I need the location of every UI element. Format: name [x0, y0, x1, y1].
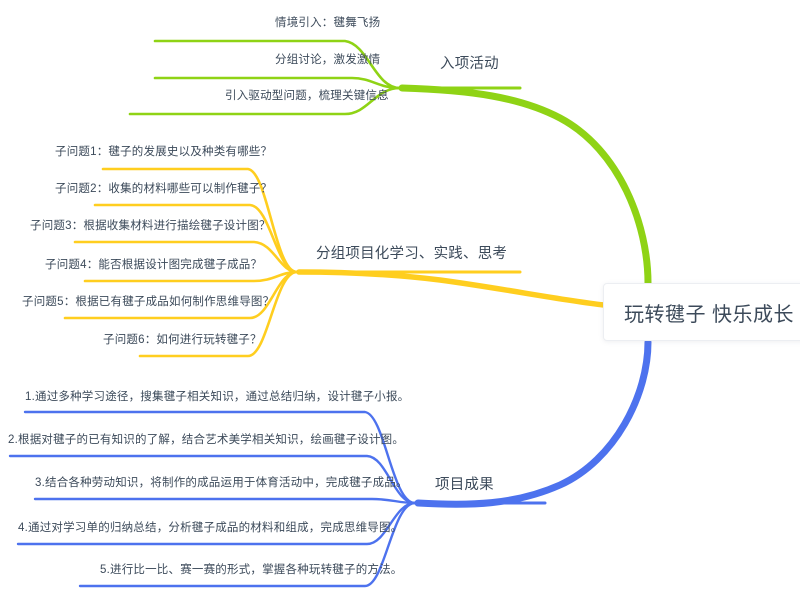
central-topic-node[interactable]: 玩转毽子 快乐成长	[603, 283, 800, 341]
leaf-group-project-learning-6[interactable]: 子问题6：如何进行玩转毽子？	[103, 334, 262, 346]
leaf-group-project-learning-2[interactable]: 子问题2：收集的材料哪些可以制作毽子？	[55, 183, 273, 195]
green-child-line-2	[153, 76, 402, 90]
leaf-group-project-learning-4[interactable]: 子问题4：能否根据设计图完成毽子成品？	[45, 259, 263, 271]
leaf-project-outcomes-2[interactable]: 2.根据对毽子的已有知识的了解，结合艺术美学相关知识，绘画毽子设计图。	[8, 434, 405, 446]
blue-branch-group	[8, 338, 652, 588]
leaf-group-project-learning-3[interactable]: 子问题3：根据收集材料进行描绘毽子设计图？	[30, 220, 271, 232]
blue-child-line-3	[33, 497, 417, 505]
leaf-group-project-learning-1[interactable]: 子问题1：毽子的发展史以及种类有哪些？	[55, 146, 273, 158]
leaf-project-outcomes-5[interactable]: 5.进行比一比、赛一赛的形式，掌握各种玩转毽子的方法。	[100, 564, 403, 576]
branch-label-entry-activity[interactable]: 入项活动	[440, 56, 499, 72]
leaf-entry-activity-1[interactable]: 情境引入：毽舞飞扬	[275, 17, 381, 29]
leaf-entry-activity-3[interactable]: 引入驱动型问题，梳理关键信息	[225, 90, 389, 102]
leaf-project-outcomes-3[interactable]: 3.结合各种劳动知识，将制作的成品运用于体育活动中，完成毽子成品。	[35, 477, 408, 489]
central-topic-label: 玩转毽子 快乐成长	[624, 303, 795, 326]
branch-label-group-project-learning[interactable]: 分组项目化学习、实践、思考	[316, 246, 508, 262]
branch-label-project-outcomes[interactable]: 项目成果	[435, 477, 494, 493]
leaf-group-project-learning-5[interactable]: 子问题5：根据已有毽子成品如何制作思维导图？	[22, 296, 275, 308]
leaf-project-outcomes-1[interactable]: 1.通过多种学习途径，搜集毽子相关知识，通过总结归纳，设计毽子小报。	[25, 391, 410, 403]
yellow-child-line-4	[83, 270, 299, 283]
yellow-trunk	[296, 269, 607, 308]
leaf-entry-activity-2[interactable]: 分组讨论，激发激情	[275, 54, 381, 66]
leaf-project-outcomes-4[interactable]: 4.通过对学习单的归纳总结，分析毽子成品的材料和组成，完成思维导图。	[18, 522, 403, 534]
